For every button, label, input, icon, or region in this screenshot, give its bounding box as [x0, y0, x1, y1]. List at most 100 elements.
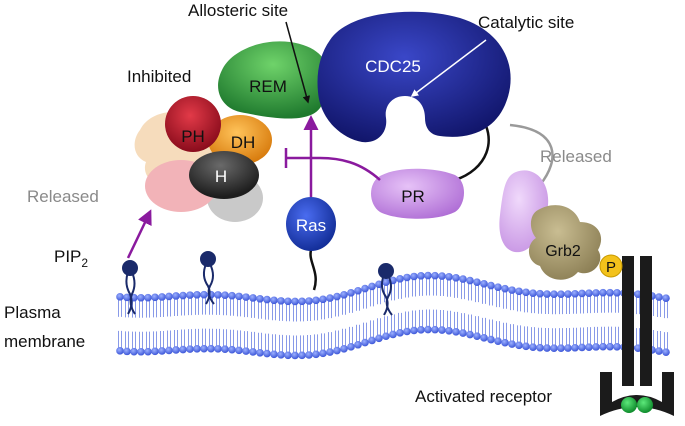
lipid-head: [354, 340, 362, 349]
lipid-head: [235, 346, 243, 355]
lipid-head: [585, 343, 593, 351]
lipid-head: [564, 290, 572, 298]
lipid-head: [389, 330, 397, 339]
lipid-head: [326, 294, 334, 302]
lipid-head: [501, 284, 509, 293]
lipid-head: [522, 288, 530, 297]
lipid-head: [375, 334, 383, 343]
lipid-head: [270, 296, 278, 305]
lipid-head: [256, 348, 264, 357]
lipid-head: [158, 347, 166, 355]
lipid-head: [634, 290, 642, 298]
lipid-head: [312, 350, 320, 359]
lipid-head: [193, 345, 201, 353]
ph-label: PH: [181, 127, 205, 146]
released-right-label: Released: [540, 147, 612, 166]
lipid-head: [179, 345, 187, 354]
h-label: H: [215, 167, 227, 186]
lipid-head: [466, 276, 474, 285]
phospho-label: P: [606, 259, 616, 276]
plasma-membrane-bilayer: [116, 271, 670, 360]
lipid-head: [340, 290, 348, 299]
lipid-head: [312, 296, 320, 305]
lipid-head: [137, 347, 145, 356]
lipid-head: [200, 290, 208, 299]
lipid-head: [305, 297, 313, 305]
lipid-head: [431, 325, 439, 334]
lipid-head: [452, 274, 460, 282]
cdc25-label: CDC25: [365, 57, 421, 76]
lipid-head: [410, 326, 418, 335]
lipid-head: [585, 289, 593, 297]
lipid-head: [284, 351, 292, 360]
ras-anchor: [309, 249, 317, 291]
lipid-head: [298, 351, 306, 360]
lipid-head: [172, 292, 180, 300]
lipid-head: [473, 278, 481, 286]
pip2-lipid-3: [378, 263, 394, 316]
pip2-label-base: PIP: [54, 247, 81, 266]
lipid-head: [438, 272, 446, 280]
pr-domain: [371, 168, 465, 219]
lipid-head: [228, 345, 236, 354]
lipid-head: [151, 347, 159, 356]
grb2-protein: [528, 205, 602, 280]
lipid-head: [655, 293, 663, 301]
lipid-head: [193, 291, 201, 299]
lipid-head: [445, 326, 453, 335]
lipid-head: [249, 294, 257, 302]
lipid-head: [186, 291, 194, 299]
lipid-head: [256, 294, 264, 303]
phospho-group: [599, 254, 623, 278]
lipid-head: [599, 288, 607, 297]
lipid-head: [151, 293, 159, 302]
lipid-head: [515, 287, 523, 296]
lipid-head: [508, 340, 516, 348]
lipid-head: [662, 294, 670, 302]
lipid-head: [368, 336, 376, 345]
lipid-head: [508, 286, 516, 294]
lipid-head: [284, 297, 292, 306]
lipid-head: [368, 282, 376, 291]
lipid-head: [291, 297, 299, 306]
lipid-head: [263, 295, 271, 304]
lipid-head: [410, 272, 418, 281]
lipid-head: [522, 342, 530, 351]
lipid-head: [165, 292, 173, 301]
lipid-head: [221, 291, 229, 300]
inhibited-label: Inhibited: [127, 67, 191, 86]
lipid-head: [494, 283, 502, 291]
lipid-head: [396, 329, 404, 337]
lipid-head: [529, 343, 537, 351]
lipid-head: [445, 272, 453, 281]
lipid-head: [459, 275, 467, 283]
lipid-head: [298, 297, 306, 306]
lipid-head: [599, 342, 607, 351]
lipid-head: [550, 290, 558, 299]
lipid-head: [501, 338, 509, 347]
lipid-head: [228, 291, 236, 300]
lipid-head: [557, 290, 565, 298]
lipid-head: [123, 293, 131, 302]
lipid-head: [424, 271, 432, 280]
lipid-head: [606, 288, 614, 297]
lipid-head: [361, 284, 369, 293]
lipid-head: [263, 349, 271, 358]
lipid-head: [543, 344, 551, 352]
lipid-head: [375, 280, 383, 289]
lipid-head: [606, 342, 614, 351]
lipid-head: [340, 344, 348, 353]
activated-receptor-label: Activated receptor: [415, 387, 552, 406]
lipid-head: [417, 272, 425, 280]
lipid-head: [347, 343, 355, 351]
lipid-head: [403, 327, 411, 336]
lipid-head: [277, 297, 285, 305]
plasma-label: Plasma: [4, 303, 61, 322]
ras-protein: [286, 197, 336, 251]
activated-receptor: [600, 256, 674, 416]
lipid-head: [158, 293, 166, 301]
lipid-head: [116, 347, 124, 355]
pr-label: PR: [401, 187, 425, 206]
lipid-head: [655, 347, 663, 355]
lipid-head: [200, 344, 208, 353]
